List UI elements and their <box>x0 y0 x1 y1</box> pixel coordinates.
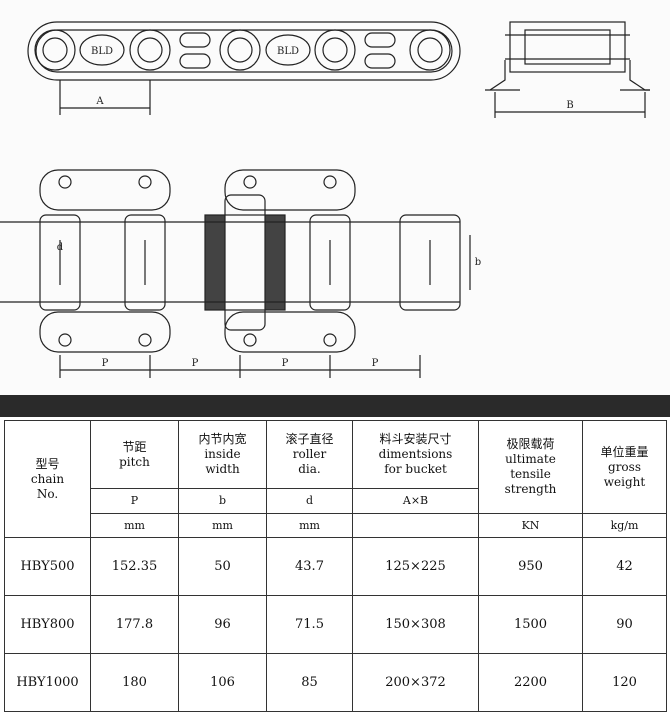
cell-roller-dia: 71.5 <box>266 595 353 654</box>
cell-chain-no: HBY800 <box>4 595 91 654</box>
chain-end-view <box>485 21 650 91</box>
symbol-bucket-dims: A×B <box>352 488 479 514</box>
cell-gross-weight: 90 <box>582 595 667 654</box>
unit-bucket-dims <box>352 513 479 538</box>
header-roller-dia: 滚子直径 roller dia. <box>266 420 353 489</box>
unit-inside-width: mm <box>178 513 267 538</box>
table-row: HBY500 152.35 50 43.7 125×225 950 42 <box>4 537 667 596</box>
cell-inside-width: 106 <box>178 653 267 712</box>
dim-p-label-3: P <box>282 358 289 369</box>
dim-a-label: A <box>95 96 104 107</box>
separator-band <box>0 395 670 417</box>
unit-gross-weight: kg/m <box>582 513 667 538</box>
chain-top-view <box>0 169 461 353</box>
header-bucket-dims: 料斗安装尺寸 dimentsions for bucket <box>352 420 479 489</box>
plate-mark-2: BLD <box>277 46 299 57</box>
unit-pitch: mm <box>90 513 179 538</box>
cell-inside-width: 96 <box>178 595 267 654</box>
header-gross-weight: 单位重量 gross weight <box>582 420 667 514</box>
cell-gross-weight: 42 <box>582 537 667 596</box>
dim-p-label-2: P <box>192 358 199 369</box>
plate-mark-1: BLD <box>91 46 113 57</box>
header-inside-width: 内节内宽 inside width <box>178 420 267 489</box>
dim-b-inner-label: b <box>475 257 481 268</box>
table-row: HBY800 177.8 96 71.5 150×308 1500 90 <box>4 595 667 654</box>
header-chain-no: 型号 chain No. <box>4 420 91 538</box>
header-ultimate-strength: 极限载荷 ultimate tensile strength <box>478 420 583 514</box>
header-pitch: 节距 pitch <box>90 420 179 489</box>
unit-roller-dia: mm <box>266 513 353 538</box>
cell-bucket-dims: 200×372 <box>352 653 479 712</box>
symbol-pitch: P <box>90 488 179 514</box>
dim-d-label: d <box>57 242 64 253</box>
unit-ultimate-strength: KN <box>478 513 583 538</box>
cell-ultimate-strength: 950 <box>478 537 583 596</box>
symbol-inside-width: b <box>178 488 267 514</box>
spec-table: 型号 chain No. 节距 pitch 内节内宽 inside width … <box>4 420 667 712</box>
cell-pitch: 152.35 <box>90 537 179 596</box>
cell-ultimate-strength: 2200 <box>478 653 583 712</box>
cell-roller-dia: 85 <box>266 653 353 712</box>
dim-p-label-1: P <box>102 358 109 369</box>
dim-b-side-label: B <box>566 100 573 111</box>
cell-pitch: 180 <box>90 653 179 712</box>
cell-bucket-dims: 150×308 <box>352 595 479 654</box>
symbol-roller-dia: d <box>266 488 353 514</box>
cell-bucket-dims: 125×225 <box>352 537 479 596</box>
table-row: HBY1000 180 106 85 200×372 2200 120 <box>4 653 667 712</box>
dim-p-label-4: P <box>372 358 379 369</box>
cell-chain-no: HBY1000 <box>4 653 91 712</box>
cell-gross-weight: 120 <box>582 653 667 712</box>
cell-inside-width: 50 <box>178 537 267 596</box>
cell-pitch: 177.8 <box>90 595 179 654</box>
cell-roller-dia: 43.7 <box>266 537 353 596</box>
cell-chain-no: HBY500 <box>4 537 91 596</box>
cell-ultimate-strength: 1500 <box>478 595 583 654</box>
chain-side-view <box>27 21 461 81</box>
chain-technical-drawing: A B d b P P P P BLD BLD <box>0 21 650 378</box>
